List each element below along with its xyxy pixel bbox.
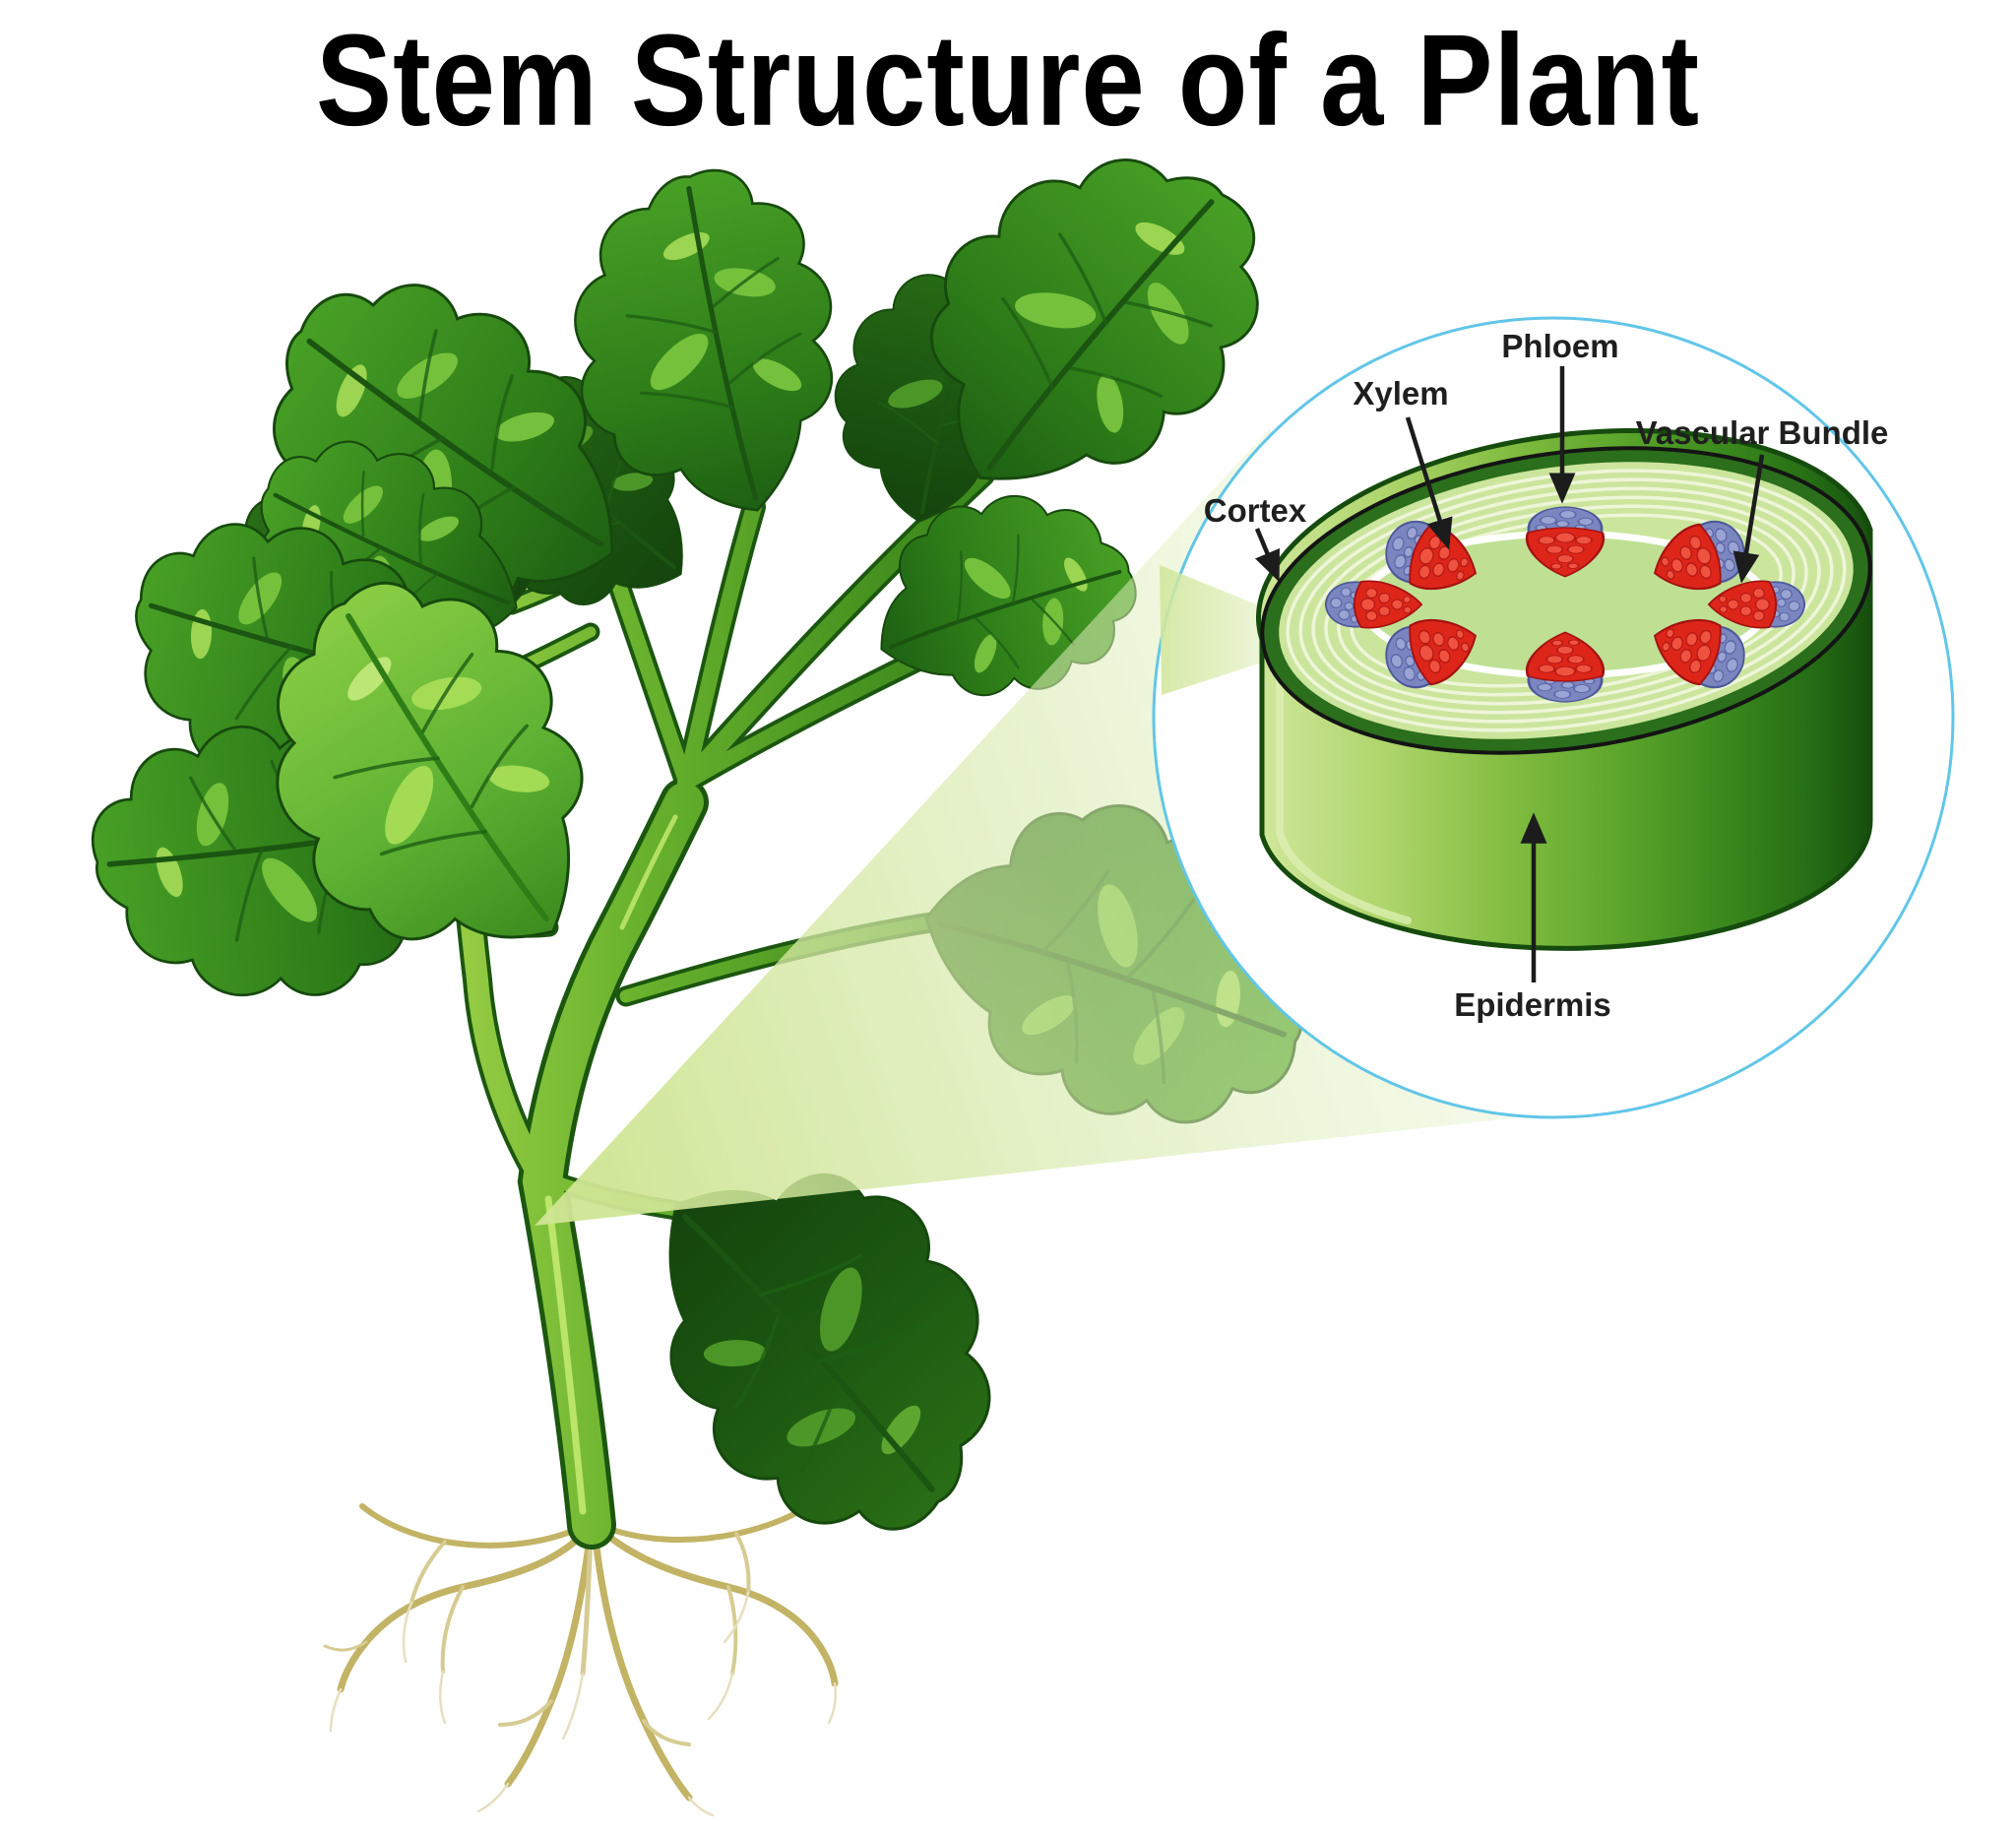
cortex-label: Cortex bbox=[1203, 492, 1307, 529]
stem-cross-section bbox=[1256, 427, 1873, 951]
cortex-arrow bbox=[1254, 528, 1280, 583]
xylem-arrow bbox=[1405, 416, 1453, 550]
vascular-bundle-arrow bbox=[1732, 454, 1765, 584]
page-title: Stem Structure of a Plant bbox=[315, 8, 1701, 154]
epidermis-side-highlight bbox=[1276, 656, 1412, 924]
root-system bbox=[323, 1497, 839, 1817]
vascular-bundle-label: Vascular Bundle bbox=[1635, 414, 1889, 451]
plant-illustration bbox=[81, 87, 1351, 1817]
phloem-label: Phloem bbox=[1501, 328, 1619, 364]
light-beam-tip bbox=[1160, 565, 1339, 695]
epidermis-label: Epidermis bbox=[1454, 986, 1611, 1023]
xylem-label: Xylem bbox=[1353, 375, 1449, 412]
callout-arrows bbox=[1254, 366, 1765, 982]
